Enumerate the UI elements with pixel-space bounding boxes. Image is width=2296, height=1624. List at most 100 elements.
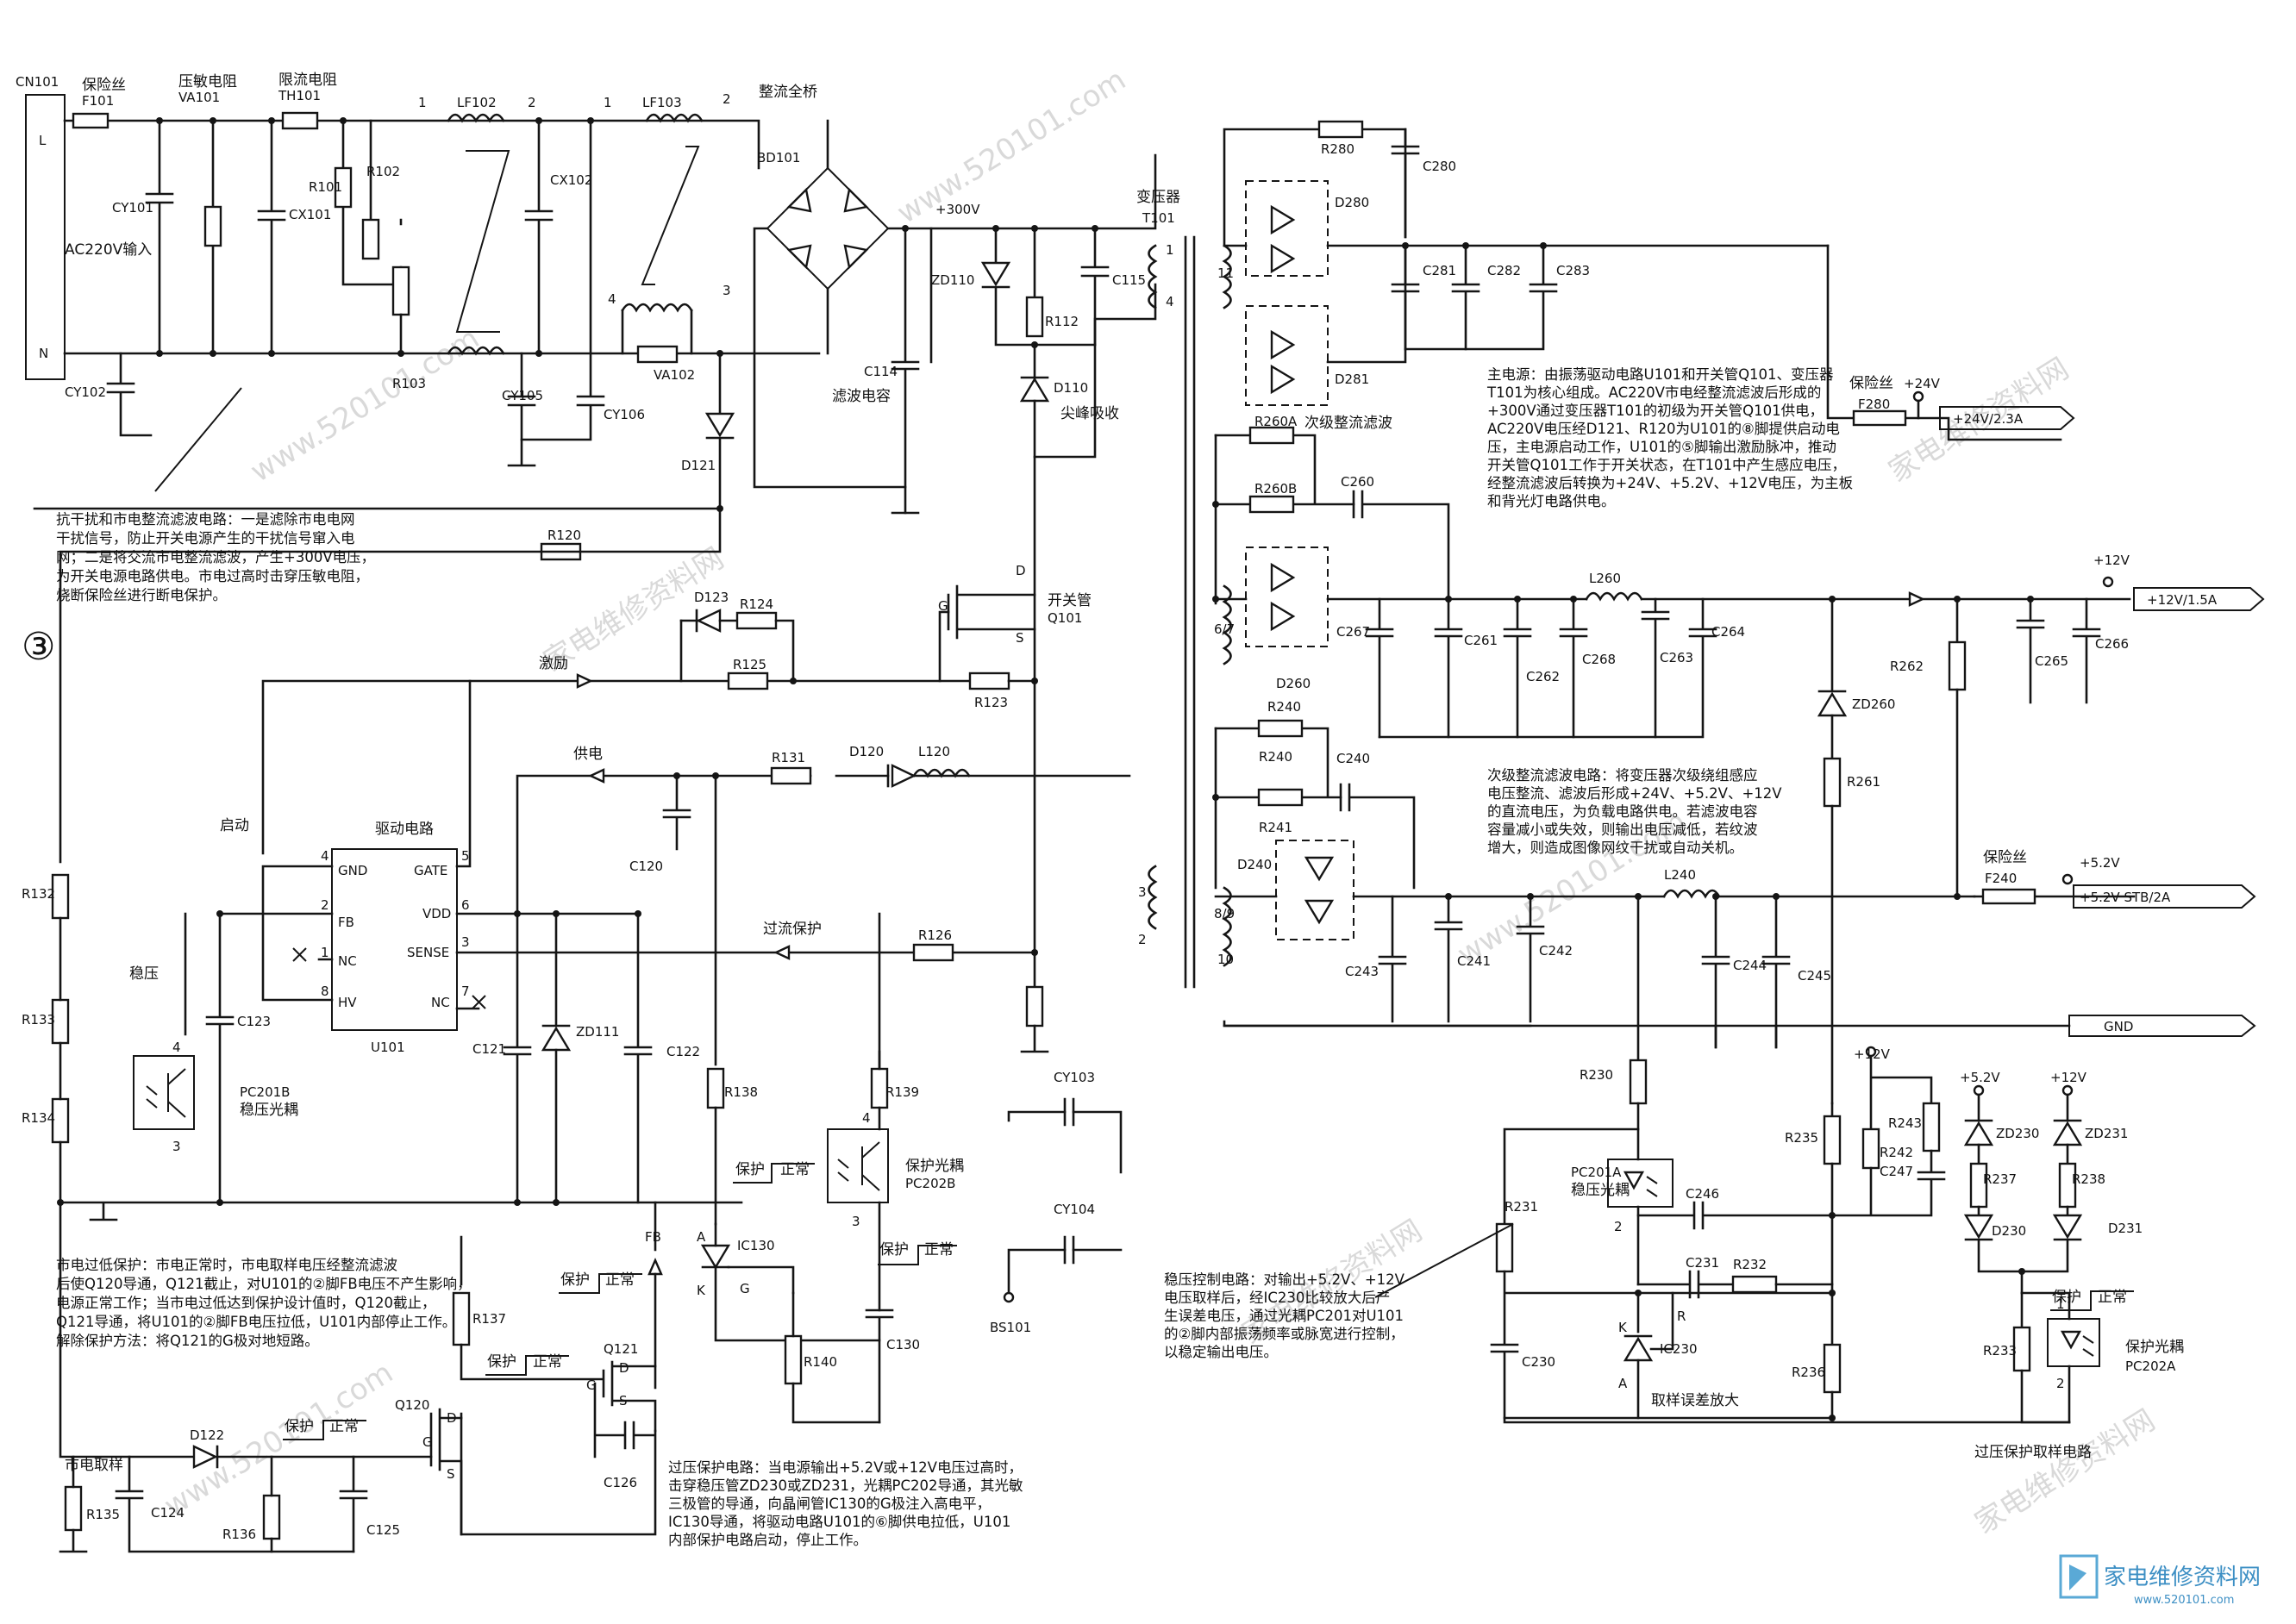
v24-label: +24V [1904,376,1941,391]
q121-label: Q121 [604,1341,638,1357]
spike-absorb-label: 尖峰吸收 [1060,405,1119,422]
cy104-label: CY104 [1054,1202,1095,1217]
note-line: T101为核心组成。AC220V市电经整流滤波后形成的 [1486,384,1821,401]
d121-label: D121 [681,458,716,473]
note-line: 压，主电源启动工作，U101的⑤脚输出激励脉冲，推动 [1487,439,1836,455]
driver-title: 驱动电路 [375,821,434,838]
callout-line [1374,1223,1514,1298]
c243-label: C243 [1345,964,1379,979]
pin-label: 6/7 [1214,621,1235,637]
pc201b-phototransistor [133,1055,195,1130]
d110-label: D110 [1054,380,1088,396]
v12b-label: +12V [1854,1046,1891,1062]
pc202b-label: PC202B [905,1176,955,1191]
note-line: 增大，则造成图像网纹干扰或自动关机。 [1487,840,1743,856]
winding-pin-label: 3 [723,283,731,298]
note-line: 抗干扰和市电整流滤波电路：一是滤除市电电网 [56,511,355,528]
r237-label: R237 [1983,1171,2017,1187]
c268-label: C268 [1582,652,1616,667]
winding-pin-label: 2 [528,95,536,110]
pin-sense: SENSE [407,945,449,960]
cy106-label: CY106 [604,407,645,422]
note-emi-filter: 抗干扰和市电整流滤波电路：一是滤除市电电网 干扰信号，防止开关电源产生的干扰信号… [56,511,375,603]
pin-hv: HV [338,995,357,1010]
r131-label: R131 [772,750,805,765]
opto-protect-label: 保护光耦 [905,1158,964,1175]
zd110-label: ZD110 [931,272,974,288]
normal-label: 正常 [329,1418,359,1435]
pin-num: 1 [2056,1296,2065,1312]
c280-label: C280 [1423,159,1456,174]
d280-label: D280 [1335,195,1369,210]
v12c-label: +12V [2050,1070,2087,1085]
ic230-desc: 取样误差放大 [1651,1392,1739,1409]
d230-label: D230 [1992,1223,2026,1239]
protect-label: 保护 [735,1161,765,1178]
r241-label: R241 [1259,820,1292,835]
pin-num: 7 [461,984,470,999]
c244-label: C244 [1733,958,1767,973]
junction-dots [57,117,2034,1421]
r232-label: R232 [1733,1257,1767,1272]
c264-label: C264 [1711,624,1745,640]
bs101-label: BS101 [990,1320,1031,1335]
q101-pin-s: S [1016,630,1024,646]
logo-title: 家电维修资料网 [2104,1565,2261,1590]
c265-label: C265 [2035,653,2068,669]
th101-label: TH101 [278,88,321,103]
r126-label: R126 [918,928,952,943]
c282-label: C282 [1487,263,1521,278]
ovp-sample-label: 过压保护取样电路 [1974,1444,2092,1461]
r136-label: R136 [222,1527,256,1542]
c126-label: C126 [604,1475,637,1490]
normal-label: 正常 [533,1353,562,1371]
note-line: 电压取样后，经IC230比较放大后产 [1164,1290,1390,1306]
pc201a-label: PC201A [1571,1165,1622,1180]
r138-label: R138 [724,1084,758,1100]
note-line: 以稳定输出电压。 [1164,1344,1278,1360]
d281-label: D281 [1335,372,1369,387]
out52-label: +5.2V STB/2A [2080,890,2171,905]
normal-label: 正常 [780,1161,810,1178]
normal-label: 正常 [2098,1289,2127,1306]
note-line: 内部保护电路启动，停止工作。 [668,1532,867,1548]
r233-label: R233 [1983,1343,2017,1359]
pin-num: 4 [172,1040,181,1055]
protect-label: 保护 [487,1353,516,1371]
r261-label: R261 [1847,774,1880,790]
c262-label: C262 [1526,669,1560,684]
zd231-label: ZD231 [2085,1126,2128,1141]
q120-pin-g: G [422,1434,433,1450]
d123-label: D123 [694,590,729,605]
c123-label: C123 [237,1014,271,1029]
note-line: 解除保护方法：将Q121的G极对地短路。 [56,1333,319,1349]
gnd-out-label: GND [2104,1019,2133,1034]
q121-pin-s: S [619,1393,628,1409]
v52b-label: +5.2V [1960,1070,2000,1085]
d231-label: D231 [2108,1221,2143,1236]
ocp-label: 过流保护 [763,921,822,938]
c130-label: C130 [886,1337,920,1352]
pin-num: 1 [321,945,329,960]
pin-num: 3 [852,1214,860,1229]
mains-sample-label: 市电取样 [65,1457,123,1474]
cy101-label: CY101 [112,200,153,215]
pin-nc: NC [431,995,450,1010]
r133-label: R133 [22,1012,55,1027]
output-section: 保险丝 F280 +24V +24V/2.3A ZD260 R261 R262 … [1223,244,2265,1105]
winding-pin-label: 1 [604,95,612,110]
pc201b-label: PC201B [240,1084,290,1100]
pin-label: 3 [1138,884,1147,900]
c121-label: C121 [472,1041,506,1057]
note-line: 电压整流、滤波后形成+24V、+5.2V、+12V [1487,785,1782,802]
fuse-title: 保险丝 [82,77,126,94]
r260b-label: R260B [1254,481,1297,497]
out24-label: +24V/2.3A [1953,411,2024,427]
pin-label: 1 [1166,242,1174,258]
r242-label: R242 [1880,1145,1913,1160]
note-line: 次级整流滤波电路：将变压器次级绕组感应 [1487,767,1758,784]
q101-pin-d: D [1016,563,1026,578]
r124-label: R124 [740,597,773,612]
r137-label: R137 [472,1311,506,1327]
note-line: 生误差电压，通过光耦PC201对U101 [1164,1308,1404,1324]
